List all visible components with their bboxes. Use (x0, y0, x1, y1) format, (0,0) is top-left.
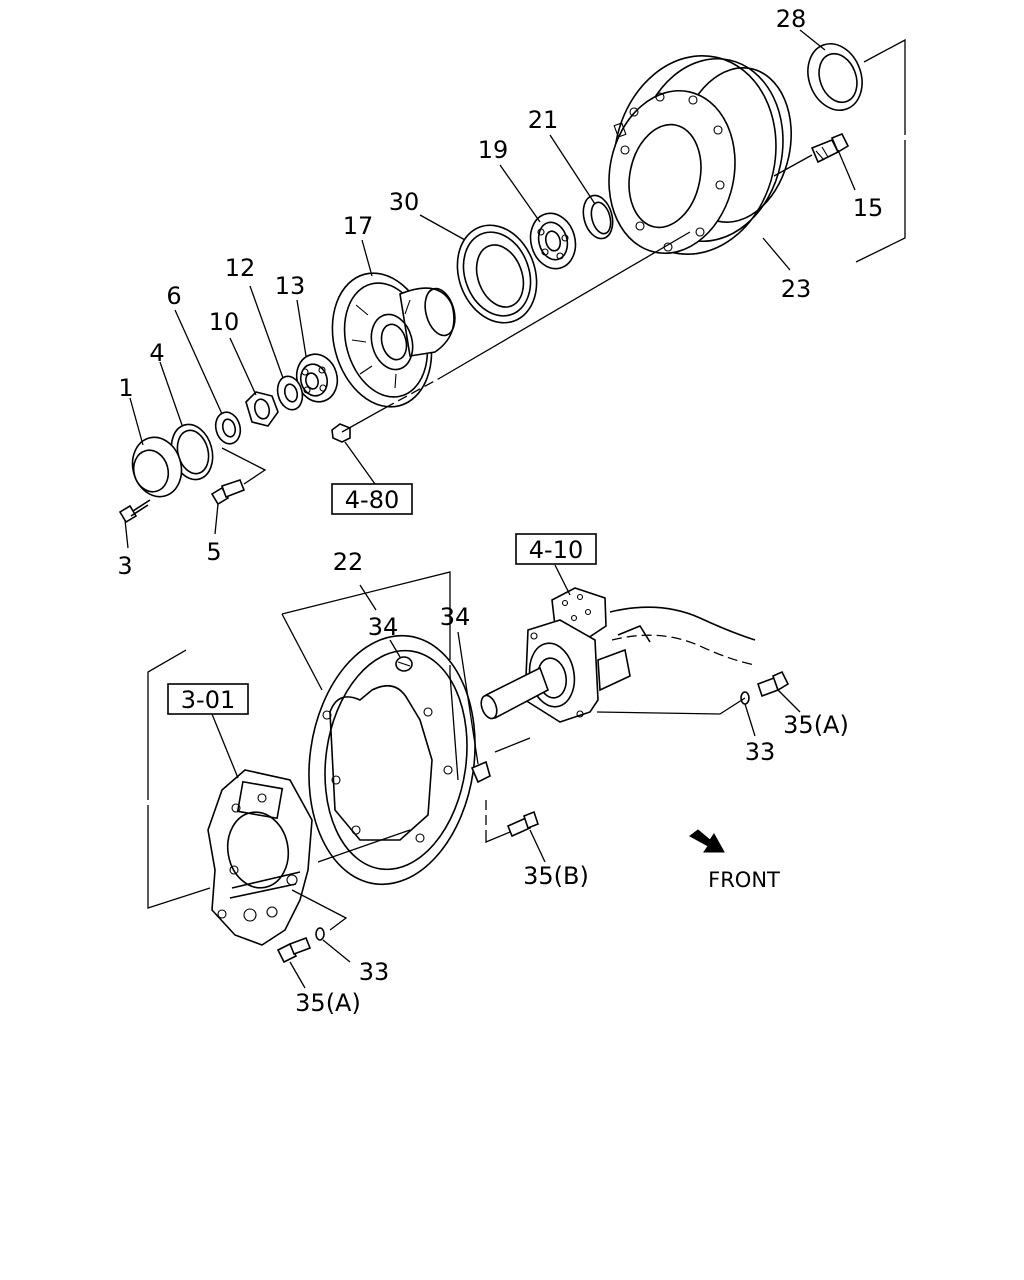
label-1: 1 (118, 374, 133, 402)
brake-bracket (207, 769, 313, 946)
brake-drum (608, 54, 792, 256)
hub-nut (245, 391, 279, 427)
label-35a-bottom: 35(A) (295, 989, 361, 1017)
label-30: 30 (389, 188, 420, 216)
label-33-bottom: 33 (359, 958, 390, 986)
thrust-washer (276, 375, 304, 411)
retainer-ring (582, 194, 614, 240)
label-4: 4 (149, 339, 164, 367)
cap-bolt (118, 499, 151, 524)
label-12: 12 (225, 254, 256, 282)
label-13: 13 (275, 272, 306, 300)
label-22: 22 (333, 548, 364, 576)
cap-bolt-5 (210, 479, 246, 506)
bolt-35a-right (756, 670, 790, 698)
label-34-top: 34 (368, 613, 399, 641)
tone-ring (456, 224, 538, 324)
lock-washer (214, 411, 242, 445)
label-33-right: 33 (745, 738, 776, 766)
label-17: 17 (343, 212, 374, 240)
front-arrow-icon (689, 829, 725, 853)
label-3: 3 (117, 552, 132, 580)
label-6: 6 (166, 282, 181, 310)
outer-bearing (529, 212, 577, 270)
ref-box-3-01: 3-01 (167, 683, 249, 715)
label-35b: 35(B) (523, 862, 589, 890)
steering-knuckle (480, 587, 756, 723)
oil-seal (807, 43, 863, 111)
label-28: 28 (776, 5, 807, 33)
inner-bearing (295, 353, 339, 403)
ref-box-4-10: 4-10 (515, 533, 597, 565)
rubber-plug-right (470, 760, 491, 784)
wheel-hub (331, 272, 456, 408)
rubber-plug-top (395, 656, 413, 672)
label-19: 19 (478, 136, 509, 164)
backing-plate (308, 634, 476, 886)
hub-cap (131, 436, 183, 498)
front-label: FRONT (708, 868, 780, 892)
label-21: 21 (528, 106, 559, 134)
ref-label-3-01: 3-01 (181, 686, 235, 714)
ref-label-4-10: 4-10 (529, 536, 583, 564)
ref-box-4-80: 4-80 (331, 483, 413, 515)
label-10: 10 (209, 308, 240, 336)
bolt-35b (506, 810, 539, 838)
small-nut (331, 423, 351, 443)
label-35a-right: 35(A) (783, 711, 849, 739)
hub-bolt (810, 132, 850, 164)
label-5: 5 (206, 538, 221, 566)
label-34-right: 34 (440, 603, 471, 631)
label-15: 15 (853, 194, 884, 222)
washer-33-bottom (315, 927, 325, 941)
bolt-35a-bottom (276, 936, 312, 964)
ref-label-4-80: 4-80 (345, 486, 399, 514)
label-23: 23 (781, 275, 812, 303)
